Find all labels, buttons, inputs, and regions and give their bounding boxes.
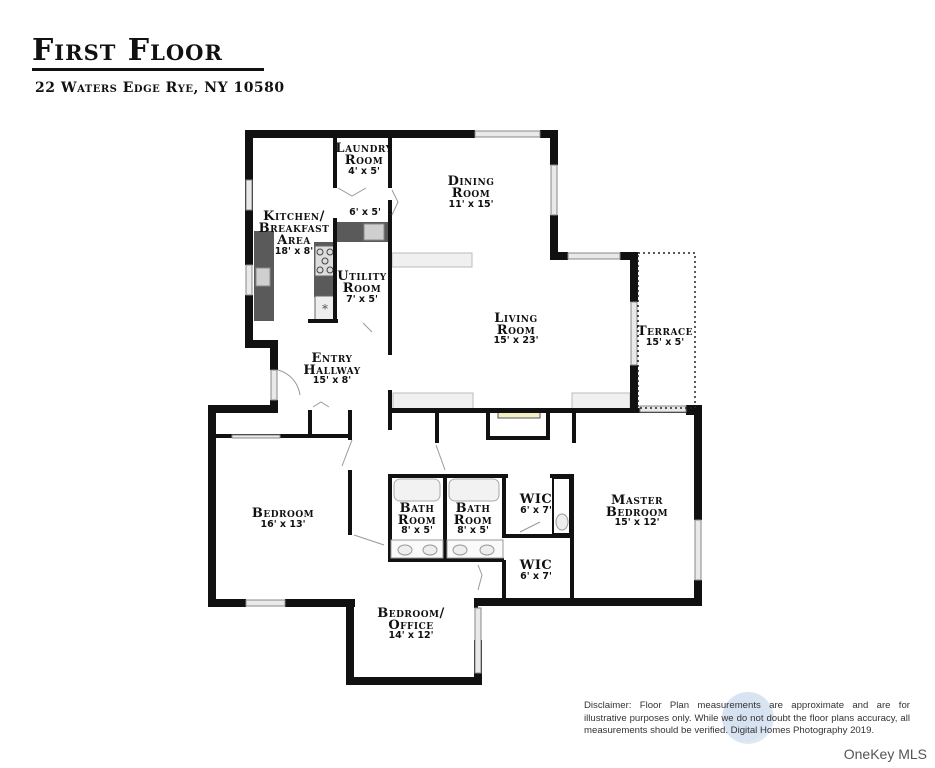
svg-text:6' x 7': 6' x 7': [520, 505, 552, 516]
svg-text:Entry: Entry: [312, 351, 353, 366]
room-label-office: Bedroom/ Office 14' x 12': [377, 606, 445, 641]
room-label-laundry: Laundry Room 4' x 5': [335, 141, 392, 177]
address: 22 Waters Edge Rye, NY 10580: [35, 80, 285, 96]
svg-text:*: *: [322, 302, 328, 316]
svg-text:Kitchen/: Kitchen/: [263, 209, 325, 224]
room-label-entry: Entry Hallway 15' x 8': [303, 351, 360, 386]
walls: [208, 130, 702, 685]
brand-label: OneKey MLS: [843, 746, 927, 762]
svg-text:16' x 13': 16' x 13': [261, 519, 306, 530]
doors: [277, 187, 541, 591]
svg-text:Room: Room: [345, 153, 383, 168]
svg-text:15' x 5': 15' x 5': [646, 337, 684, 348]
room-label-wic-1: WIC 6' x 7': [519, 492, 553, 516]
room-label-bath-1: Bath Room 8' x 5': [398, 501, 436, 536]
stove-icon: [314, 245, 336, 277]
svg-text:15' x 12': 15' x 12': [615, 517, 660, 528]
room-label-dining: Dining Room 11' x 15': [448, 174, 495, 210]
room-label-bedroom: Bedroom 16' x 13': [252, 506, 314, 530]
room-label-pantry: 6' x 5': [349, 207, 381, 218]
svg-text:Terrace: Terrace: [637, 324, 693, 339]
svg-text:11' x 15': 11' x 15': [449, 199, 494, 210]
svg-text:WIC: WIC: [519, 558, 553, 573]
svg-text:Room: Room: [343, 281, 381, 296]
page-title: First Floor: [32, 33, 223, 68]
svg-text:6' x 7': 6' x 7': [520, 571, 552, 582]
dishwasher-icon: *: [314, 295, 336, 321]
svg-text:Office: Office: [388, 618, 433, 633]
svg-text:Living: Living: [494, 311, 537, 326]
sink-vanity-icon: [390, 539, 504, 559]
svg-text:Bath: Bath: [400, 501, 435, 516]
svg-text:WIC: WIC: [519, 492, 553, 507]
watermark-logo: [722, 692, 774, 744]
bathtub-icon: [393, 478, 500, 502]
room-label-bath-2: Bath Room 8' x 5': [454, 501, 492, 536]
svg-text:Room: Room: [452, 186, 490, 201]
title-underline: [32, 68, 264, 71]
svg-text:8' x 5': 8' x 5': [401, 525, 433, 536]
svg-text:4' x 5': 4' x 5': [348, 166, 380, 177]
room-label-master-bedroom: Master Bedroom 15' x 12': [606, 493, 668, 528]
room-label-living: Living Room 15' x 23': [494, 311, 539, 346]
svg-text:Utility: Utility: [337, 269, 386, 284]
svg-text:18' x 8': 18' x 8': [275, 246, 313, 257]
room-label-terrace: Terrace 15' x 5': [637, 324, 693, 348]
terrace-railing: [637, 252, 696, 409]
svg-text:Breakfast: Breakfast: [259, 221, 330, 236]
svg-text:Laundry: Laundry: [335, 141, 392, 156]
svg-text:Area: Area: [276, 233, 311, 248]
svg-text:Bath: Bath: [456, 501, 491, 516]
svg-text:Room: Room: [497, 323, 535, 338]
svg-text:Dining: Dining: [448, 174, 495, 189]
svg-text:14' x 12': 14' x 12': [389, 630, 434, 641]
windows: [231, 130, 702, 674]
svg-text:Room: Room: [454, 513, 492, 528]
svg-text:Room: Room: [398, 513, 436, 528]
svg-text:Hallway: Hallway: [303, 363, 360, 378]
sink-icon: [255, 223, 385, 287]
disclaimer-text: Disclaimer: Floor Plan measurements are …: [584, 700, 910, 736]
room-label-wic-2: WIC 6' x 7': [519, 558, 553, 582]
svg-text:Bedroom/: Bedroom/: [377, 606, 445, 621]
svg-text:6' x 5': 6' x 5': [349, 207, 381, 218]
built-ins: [391, 252, 631, 411]
svg-text:8' x 5': 8' x 5': [457, 525, 489, 536]
room-label-utility: Utility Room 7' x 5': [337, 269, 386, 305]
room-label-kitchen: Kitchen/ Breakfast Area 18' x 8': [259, 209, 330, 257]
svg-text:15' x 8': 15' x 8': [313, 375, 351, 386]
svg-text:Master: Master: [611, 493, 663, 508]
svg-text:7' x 5': 7' x 5': [346, 294, 378, 305]
toilet-icon: [552, 477, 571, 535]
svg-text:Bedroom: Bedroom: [606, 505, 668, 520]
svg-text:Bedroom: Bedroom: [252, 506, 314, 521]
svg-text:15' x 23': 15' x 23': [494, 335, 539, 346]
